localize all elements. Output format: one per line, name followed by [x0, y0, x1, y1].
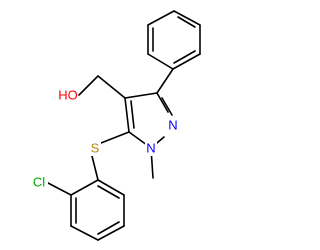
bond: [172, 53, 201, 70]
bond: [124, 97, 130, 133]
atom-label-nitrogen-methyl: N: [145, 140, 157, 156]
bond: [156, 92, 169, 113]
chlorine-label: Cl: [33, 175, 45, 190]
bond: [177, 16, 196, 28]
bond: [156, 68, 174, 94]
bond: [130, 100, 135, 129]
bond: [173, 10, 201, 26]
bond: [70, 179, 99, 196]
bond: [78, 75, 99, 96]
hydroxyl-label: HO: [58, 88, 78, 103]
bond: [97, 221, 120, 235]
bond: [100, 131, 130, 144]
bond: [173, 50, 196, 64]
bond: [70, 225, 99, 241]
chlorophenyl-ring: [70, 179, 125, 241]
bond: [90, 151, 99, 181]
bond: [124, 92, 158, 99]
bond: [97, 75, 126, 99]
nitrogen-methyl-label: N: [146, 141, 155, 156]
molecule-structure-canvas: HO N N S Cl: [30, 10, 201, 241]
bond: [161, 97, 173, 116]
phenyl-ring: [147, 10, 201, 70]
atom-label-hydroxyl: HO: [58, 87, 78, 103]
nitrogen-ring-label: N: [168, 118, 177, 133]
molecule-diagram: HO N N S Cl: [30, 10, 201, 241]
sulfur-label: S: [91, 141, 100, 156]
bond: [97, 179, 125, 196]
bond: [97, 225, 125, 241]
bond: [97, 185, 120, 199]
atom-label-nitrogen-ring: N: [167, 117, 179, 133]
pyrazole-ring: [124, 68, 174, 149]
atom-label-chlorine: Cl: [30, 174, 48, 190]
hydroxymethyl-group: [78, 75, 126, 99]
bond: [147, 10, 175, 26]
bond: [147, 53, 174, 70]
bond: [47, 182, 72, 196]
atom-label-sulfur: S: [89, 140, 101, 156]
